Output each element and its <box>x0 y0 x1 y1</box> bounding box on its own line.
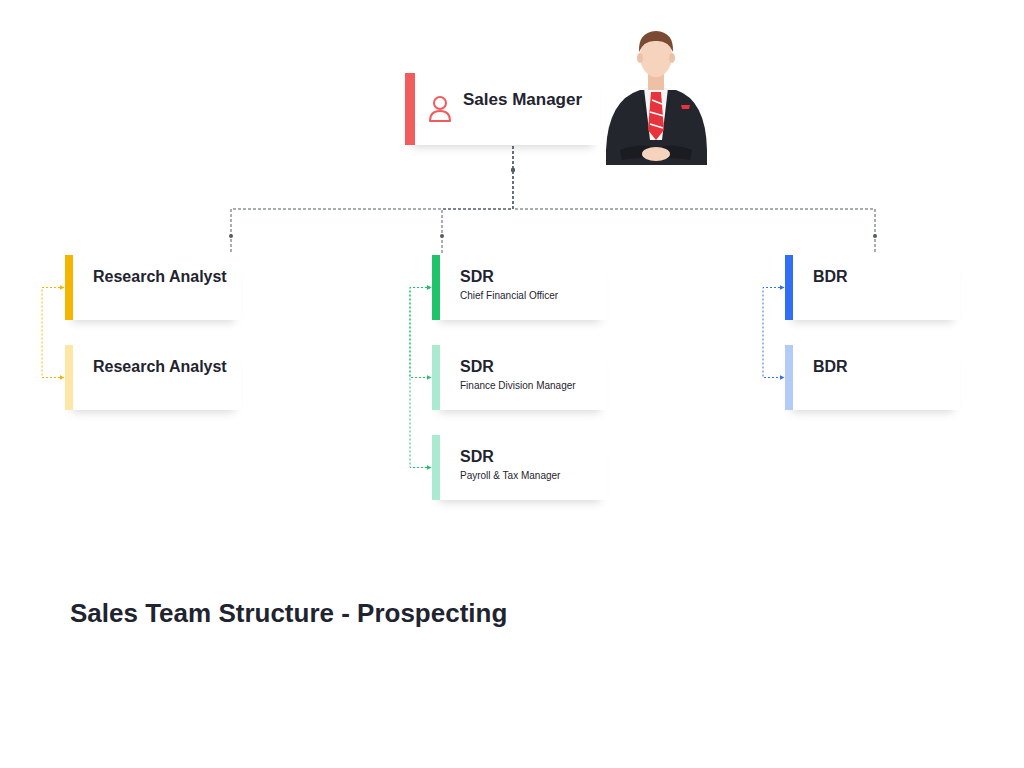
color-bar <box>65 345 73 410</box>
role-box: Sales Manager <box>405 73 600 145</box>
role-subtitle: Payroll & Tax Manager <box>460 469 593 483</box>
connector <box>42 288 64 378</box>
connector <box>410 288 431 378</box>
role-title: Sales Manager <box>463 89 586 111</box>
manager-figure <box>606 31 707 165</box>
role-box: BDR <box>785 255 960 320</box>
role-box: Research Analyst <box>65 345 241 410</box>
person-icon <box>427 94 453 124</box>
connector <box>763 288 784 378</box>
role-box: SDR Finance Division Manager <box>432 345 607 410</box>
role-subtitle: Finance Division Manager <box>460 379 593 393</box>
role-box: SDR Payroll & Tax Manager <box>432 435 607 500</box>
role-title: Research Analyst <box>93 357 227 377</box>
role-title: BDR <box>813 357 946 377</box>
role-title: SDR <box>460 447 593 467</box>
color-bar <box>432 255 440 320</box>
role-box: Research Analyst <box>65 255 241 320</box>
connector <box>231 146 513 254</box>
color-bar <box>65 255 73 320</box>
role-title: BDR <box>813 267 946 287</box>
role-title: SDR <box>460 267 593 287</box>
color-bar <box>432 435 440 500</box>
role-box: BDR <box>785 345 960 410</box>
color-bar <box>432 345 440 410</box>
diagram-title: Sales Team Structure - Prospecting <box>70 598 507 629</box>
role-title: Research Analyst <box>93 267 227 287</box>
role-subtitle: Chief Financial Officer <box>460 289 593 303</box>
connector <box>442 146 513 254</box>
color-bar <box>785 345 793 410</box>
color-bar <box>785 255 793 320</box>
connector <box>410 288 431 468</box>
role-box: SDR Chief Financial Officer <box>432 255 607 320</box>
color-bar <box>405 73 415 145</box>
role-title: SDR <box>460 357 593 377</box>
